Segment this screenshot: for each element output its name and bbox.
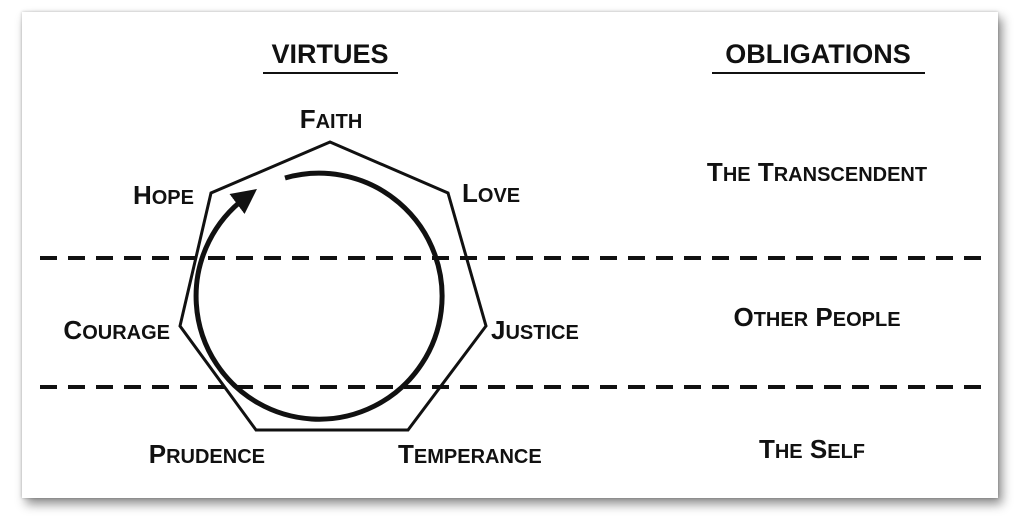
obligation-self: THE SELF xyxy=(759,434,865,464)
virtue-courage: COURAGE xyxy=(63,315,170,345)
virtues-header: VIRTUES xyxy=(271,39,388,69)
obligations-header: OBLIGATIONS xyxy=(725,39,911,69)
virtue-faith: FAITH xyxy=(300,104,363,134)
diagram-card xyxy=(22,12,998,498)
obligation-transcendent: THE TRANSCENDENT xyxy=(707,157,927,187)
cycle-arrow xyxy=(193,170,445,422)
heptagon xyxy=(178,140,488,432)
virtue-temperance: TEMPERANCE xyxy=(398,439,542,469)
virtue-love: LOVE xyxy=(462,178,520,208)
virtue-hope: HOPE xyxy=(133,180,194,210)
virtue-justice: JUSTICE xyxy=(491,315,579,345)
virtue-prudence: PRUDENCE xyxy=(149,439,265,469)
obligation-other-people: OTHER PEOPLE xyxy=(733,302,900,332)
